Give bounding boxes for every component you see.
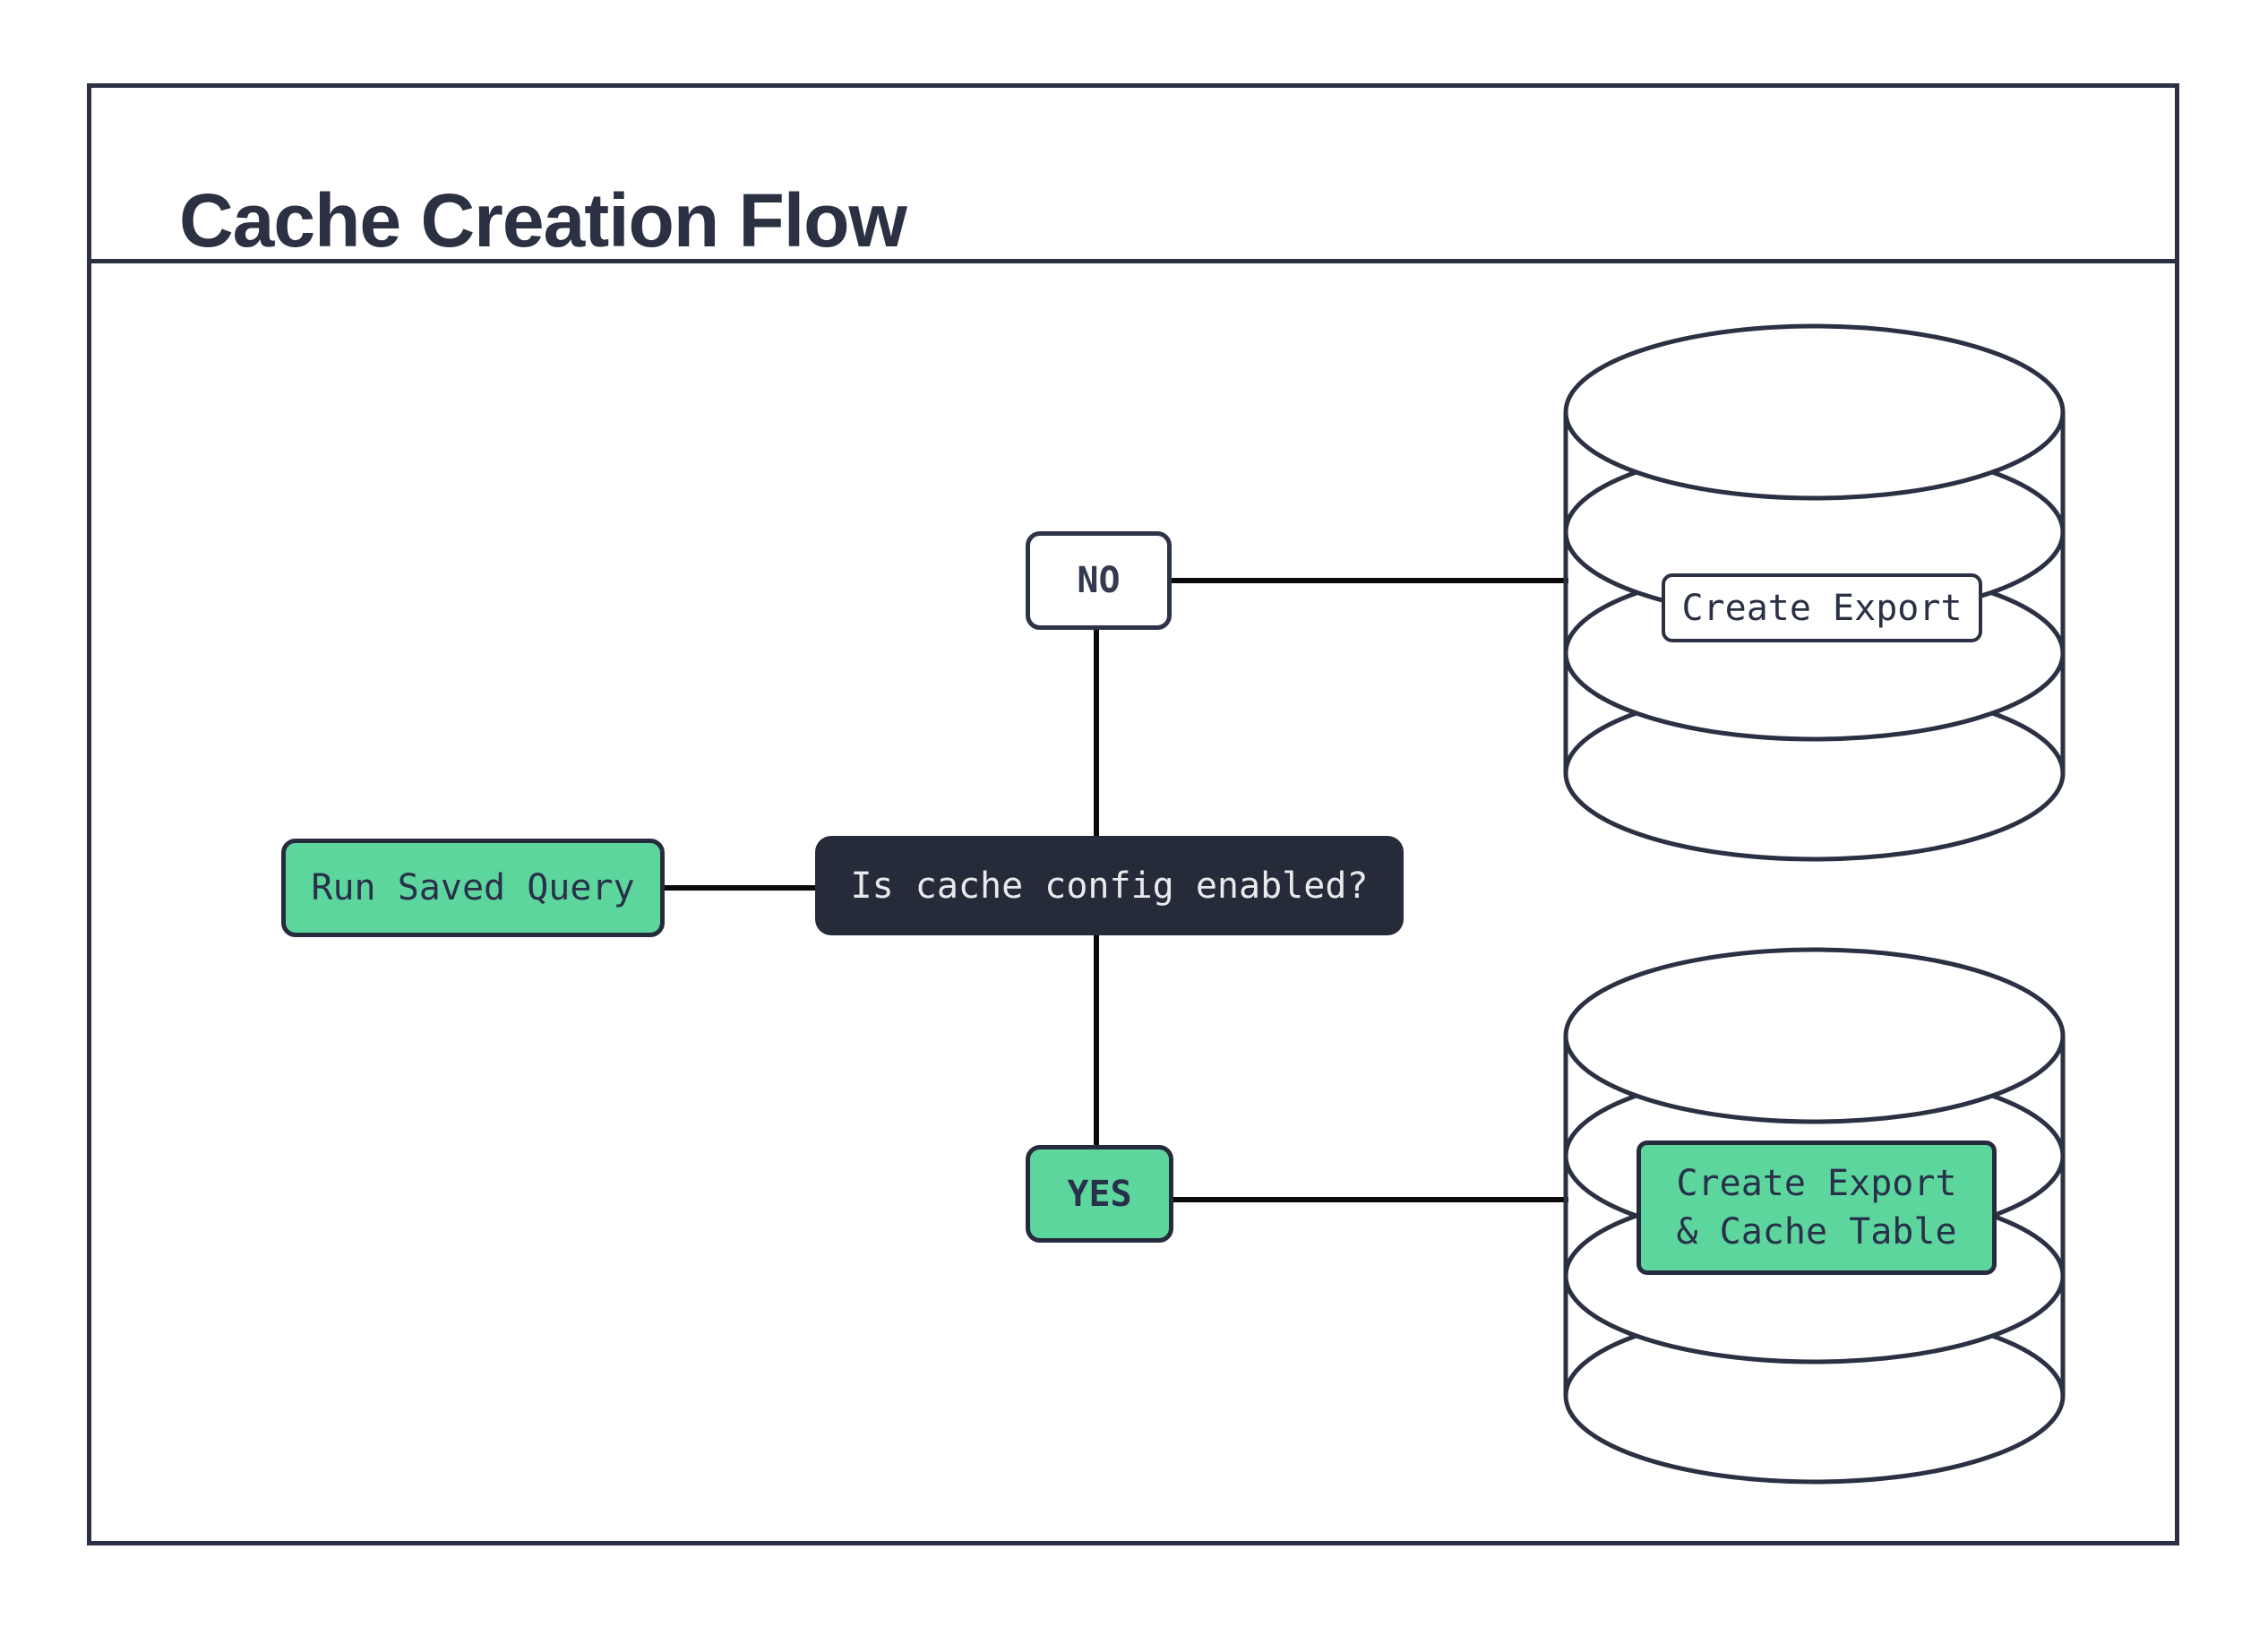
page-title: Cache Creation Flow [179, 178, 907, 263]
database-disk [1563, 947, 2066, 1124]
database-disk [1563, 323, 2066, 501]
node-create-export-cache-table: Create Export & Cache Table [1637, 1141, 1997, 1275]
connector-lines [663, 578, 1568, 1202]
node-create-export-cache-table-line1: Create Export [1676, 1163, 1957, 1204]
node-create-export: Create Export [1662, 573, 1982, 642]
node-branch-no-label: NO [1077, 560, 1121, 601]
header-divider [90, 259, 2177, 263]
node-run-saved-query: Run Saved Query [281, 839, 665, 937]
node-create-export-cache-table-line2: & Cache Table [1676, 1211, 1957, 1253]
node-branch-yes: YES [1026, 1145, 1173, 1243]
node-create-export-label: Create Export [1681, 587, 1963, 629]
node-branch-yes-label: YES [1067, 1173, 1132, 1215]
node-branch-no: NO [1026, 531, 1172, 630]
node-run-saved-query-label: Run Saved Query [311, 867, 635, 908]
node-cache-config-decision-label: Is cache config enabled? [850, 865, 1369, 907]
node-cache-config-decision: Is cache config enabled? [815, 836, 1404, 935]
